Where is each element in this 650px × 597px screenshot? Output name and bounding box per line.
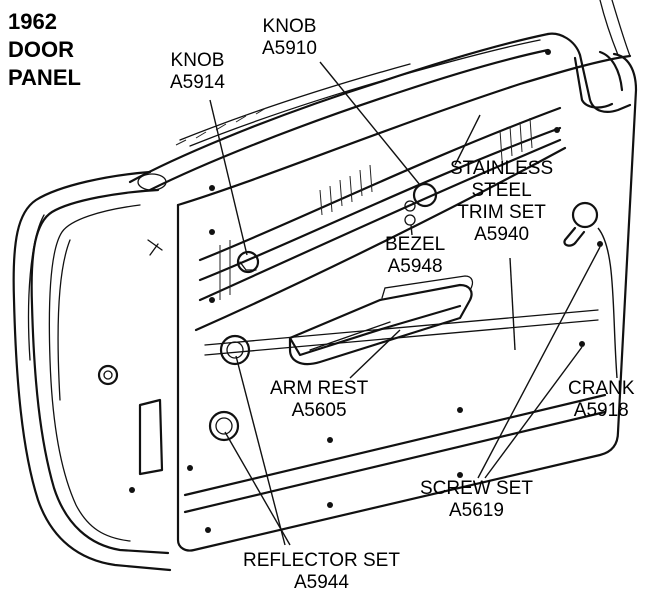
window-sill: [128, 32, 550, 192]
label-crank: CRANK A5918: [568, 378, 635, 422]
label-trim-set-line2: STEEL: [471, 180, 532, 201]
label-reflector-set: REFLECTOR SET A5944: [243, 550, 400, 594]
label-screw-set: SCREW SET A5619: [420, 478, 533, 522]
window-frame: [546, 0, 632, 113]
label-arm-rest-name: ARM REST: [270, 378, 369, 399]
label-arm-rest-part: A5605: [291, 400, 347, 421]
label-knob-a5910: KNOB A5910: [262, 16, 317, 60]
label-trim-set-line3: TRIM SET: [457, 202, 546, 223]
panel-hardware: [97, 182, 599, 476]
label-knob-a5910-part: A5910: [262, 38, 317, 59]
title-line-1: 1962: [8, 9, 57, 34]
label-screw-set-name: SCREW SET: [420, 478, 533, 499]
label-screw-set-part: A5619: [449, 500, 504, 521]
label-bezel-part: A5948: [387, 256, 443, 277]
label-trim-set: STAINLESS STEEL TRIM SET A5940: [450, 158, 553, 246]
label-trim-set-line1: STAINLESS: [450, 158, 554, 179]
label-trim-set-part: A5940: [474, 224, 530, 245]
label-bezel: BEZEL A5948: [385, 234, 445, 278]
diagram-title: 1962 DOOR PANEL: [8, 8, 81, 92]
leader-lines: [209, 61, 618, 546]
label-arm-rest: ARM REST A5605: [270, 378, 368, 422]
label-reflector-set-part: A5944: [294, 572, 349, 593]
label-reflector-set-name: REFLECTOR SET: [243, 550, 400, 571]
label-crank-name: CRANK: [568, 378, 635, 399]
label-crank-part: A5918: [573, 400, 629, 421]
label-knob-a5914-part: A5914: [170, 72, 225, 93]
label-bezel-name: BEZEL: [385, 234, 446, 255]
title-line-2: DOOR: [8, 37, 74, 62]
label-knob-a5910-name: KNOB: [262, 16, 317, 37]
title-line-3: PANEL: [8, 65, 81, 90]
arm-rest-shape: [288, 275, 474, 366]
door-shell: [12, 170, 172, 572]
screws: [129, 49, 603, 533]
label-knob-a5914: KNOB A5914: [170, 50, 225, 94]
label-knob-a5914-name: KNOB: [170, 50, 225, 71]
